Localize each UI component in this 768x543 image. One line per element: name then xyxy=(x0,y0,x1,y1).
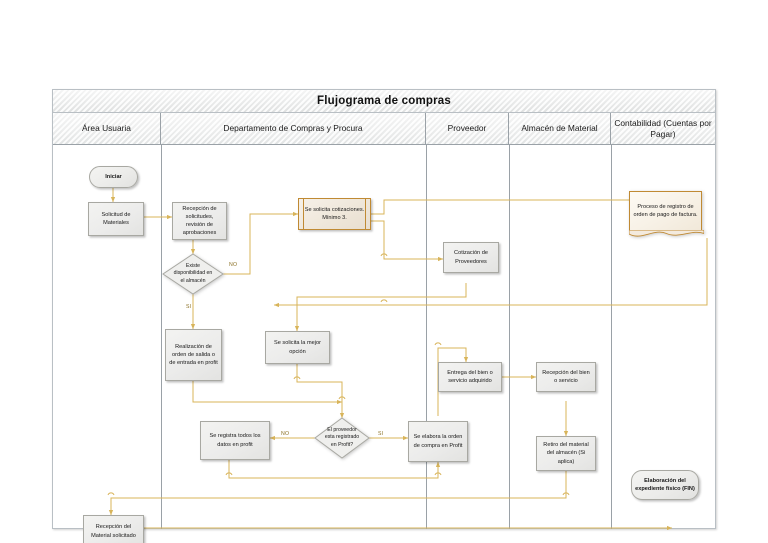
node-elaboracion-expediente-fin[interactable]: Elaboración del expediente físico (FIN) xyxy=(631,470,699,500)
node-label: Se elabora la orden de compra en Profit xyxy=(413,434,463,449)
diagram-title-bar: Flujograma de compras xyxy=(53,90,715,113)
lane-divider-2 xyxy=(426,145,427,529)
lane-divider-4 xyxy=(611,145,612,529)
node-label: Realización de orden de salida o de entr… xyxy=(169,343,218,367)
node-entrega-bien-servicio[interactable]: Entrega del bien o servicio adquirido xyxy=(438,362,502,392)
node-existe-disponibilidad[interactable]: Existe disponibilidad en el almacén xyxy=(162,253,224,295)
node-se-solicita-mejor-opcion[interactable]: Se solicita la mejor opción xyxy=(265,331,330,364)
node-recepcion-material-solicitado[interactable]: Recepción del Material solicitado xyxy=(83,515,144,543)
node-elabora-orden-compra[interactable]: Se elabora la orden de compra en Profit xyxy=(408,421,468,462)
lane-header-proveedor: Proveedor xyxy=(426,113,509,144)
node-retiro-material-almacen[interactable]: Retiro del material del almacén (Si apli… xyxy=(536,436,596,471)
node-label: Cotización de Proveedores xyxy=(454,250,488,265)
node-label: Se solicita la mejor opción xyxy=(274,340,321,355)
node-registra-datos-profit[interactable]: Se registra todos los datos en profit xyxy=(200,421,270,460)
lane-header-label: Área Usuaria xyxy=(82,123,131,134)
swimlane-body xyxy=(53,145,715,529)
lane-header-label: Almacén de Material xyxy=(521,123,598,134)
node-se-solicita-cotizaciones[interactable]: Se solicita cotizaciones. Mínimo 3. xyxy=(298,198,371,230)
node-realizacion-orden-salida[interactable]: Realización de orden de salida o de entr… xyxy=(165,329,222,381)
lane-header-compras: Departamento de Compras y Procura xyxy=(161,113,426,144)
node-proceso-registro-pago[interactable]: Proceso de registro de orden de pago de … xyxy=(629,191,704,237)
node-label: El proveedor esta registrado en Profit? xyxy=(324,427,360,448)
node-label: Se solicita cotizaciones. Mínimo 3. xyxy=(304,206,365,221)
node-recepcion-solicitudes[interactable]: Recepción de solicitudes, revisión de ap… xyxy=(172,202,227,240)
node-label: Proceso de registro de orden de pago de … xyxy=(633,203,698,218)
node-label: Existe disponibilidad en el almacén xyxy=(173,263,213,284)
lane-header-label: Departamento de Compras y Procura xyxy=(223,123,363,134)
page-title: Flujograma de compras xyxy=(317,95,451,107)
lane-header-contabilidad: Contabilidad (Cuentas por Pagar) xyxy=(611,113,715,144)
flowchart-frame: Flujograma de compras Área Usuaria Depar… xyxy=(52,89,716,543)
lane-divider-1 xyxy=(161,145,162,529)
node-cotizacion-proveedores[interactable]: Cotización de Proveedores xyxy=(443,242,499,273)
lane-header-label: Contabilidad (Cuentas por Pagar) xyxy=(614,118,712,139)
decision-shape xyxy=(314,417,370,459)
node-label: Recepción del Material solicitado xyxy=(91,524,136,539)
node-solicitud-materiales[interactable]: Solicitud de Materiales xyxy=(88,202,144,236)
lane-divider-3 xyxy=(509,145,510,529)
node-label: Solicitud de Materiales xyxy=(101,211,131,226)
decision-shape xyxy=(162,253,224,295)
edge-label-disponibilidad-no: NO xyxy=(229,262,238,268)
node-iniciar[interactable]: Iniciar xyxy=(89,166,138,188)
node-recepcion-bien-servicio[interactable]: Recepción del bien o servicio xyxy=(536,362,596,392)
document-wave-edge xyxy=(629,230,704,237)
node-label: Recepción de solicitudes, revisión de ap… xyxy=(182,205,217,237)
edge-label-proveedor-no: NO xyxy=(281,431,290,437)
node-label: Elaboración del expediente físico (FIN) xyxy=(635,477,695,492)
lane-header-almacen: Almacén de Material xyxy=(509,113,611,144)
lane-header-row: Área Usuaria Departamento de Compras y P… xyxy=(53,113,715,145)
edge-label-proveedor-si: SI xyxy=(378,431,384,437)
node-label: Iniciar xyxy=(105,173,122,180)
edge-label-disponibilidad-si: SI xyxy=(186,304,192,310)
node-label: Entrega del bien o servicio adquirido xyxy=(447,369,493,384)
node-label: Se registra todos los datos en profit xyxy=(209,433,261,448)
node-proveedor-registrado[interactable]: El proveedor esta registrado en Profit? xyxy=(314,417,370,459)
node-label: Recepción del bien o servicio xyxy=(542,369,590,384)
lane-header-label: Proveedor xyxy=(447,123,487,134)
lane-header-area-usuaria: Área Usuaria xyxy=(53,113,161,144)
node-label: Retiro del material del almacén (Si apli… xyxy=(543,442,589,465)
